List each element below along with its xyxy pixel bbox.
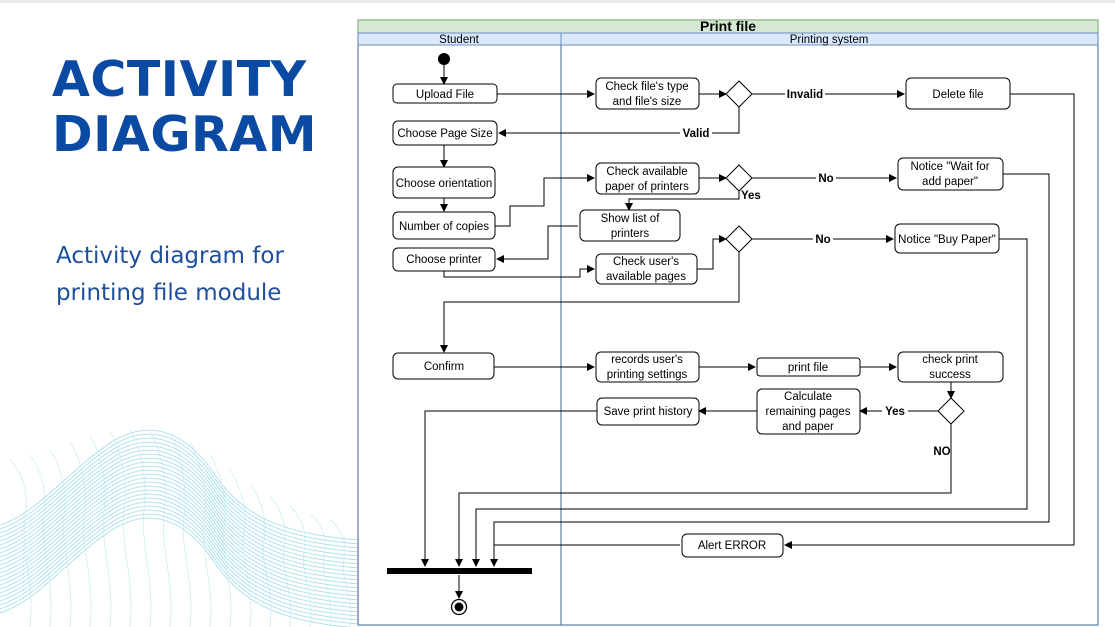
label-save-history: Save print history <box>604 406 693 418</box>
diagram-title: Print file <box>700 18 756 34</box>
lane-label-system: Printing system <box>790 34 869 46</box>
label-upload-file: Upload File <box>416 89 474 101</box>
label-check-success-1: check print <box>922 354 978 366</box>
action-choose-page-size <box>392 120 498 146</box>
action-upload-file <box>392 83 498 104</box>
action-print-file <box>756 357 861 377</box>
slide-subtitle-line2: printing file module <box>56 280 282 306</box>
edge-label-invalid: Invalid <box>787 89 823 101</box>
label-check-success-2: success <box>929 369 971 381</box>
slide-subtitle: Activity diagram for printing file module <box>56 238 346 312</box>
action-save-history <box>596 397 700 426</box>
slide-subtitle-line1: Activity diagram for <box>56 243 284 269</box>
label-check-file-2: and file's size <box>613 96 682 108</box>
action-check-pages <box>595 253 698 285</box>
action-alert-error <box>681 533 784 558</box>
slide-title-line1: ACTIVITY <box>52 51 307 108</box>
action-check-success <box>897 351 1004 383</box>
label-notice-buy: Notice "Buy Paper" <box>898 234 996 246</box>
label-confirm: Confirm <box>424 361 464 373</box>
join-bar <box>387 568 532 574</box>
decision-pages-available <box>725 225 753 253</box>
decision-file-valid <box>725 80 753 108</box>
label-choose-page-size: Choose Page Size <box>397 128 492 140</box>
action-number-of-copies <box>392 211 496 240</box>
label-choose-orientation: Choose orientation <box>396 178 493 190</box>
decorative-wave-pattern <box>0 429 360 627</box>
activity-diagram: Print file Student Printing system <box>357 18 1099 626</box>
lane-label-student: Student <box>439 34 479 46</box>
decision-paper-available <box>725 164 753 192</box>
label-show-list-2: printers <box>611 228 650 240</box>
label-calc-1: Calculate <box>784 391 832 403</box>
initial-node <box>438 53 450 65</box>
label-check-pages-1: Check user's <box>613 256 679 268</box>
action-delete-file <box>905 77 1011 110</box>
slide-title-line2: DIAGRAM <box>52 106 317 163</box>
top-divider <box>0 0 1115 3</box>
decision-print-success <box>937 397 965 425</box>
label-calc-3: and paper <box>782 421 834 433</box>
action-confirm <box>392 352 495 380</box>
action-check-paper <box>595 162 700 195</box>
action-check-file <box>595 77 700 110</box>
label-notice-wait-2: add paper" <box>922 176 978 188</box>
label-delete-file: Delete file <box>932 89 983 101</box>
edge-label-yes-paper: Yes <box>741 190 761 202</box>
label-alert-error: Alert ERROR <box>698 540 766 552</box>
edge-label-yes-success: Yes <box>885 406 905 418</box>
action-calculate-remaining <box>756 388 861 435</box>
edge-label-no-success: NO <box>933 446 950 458</box>
label-number-of-copies: Number of copies <box>399 221 489 233</box>
label-calc-2: remaining pages <box>765 406 850 418</box>
action-choose-orientation <box>392 166 496 199</box>
label-print-file: print file <box>788 362 828 374</box>
action-notice-wait <box>897 157 1004 191</box>
action-show-printers <box>579 209 681 242</box>
label-check-file-1: Check file's type <box>605 81 688 93</box>
label-show-list-1: Show list of <box>601 213 661 225</box>
edge-label-no-paper: No <box>818 173 833 185</box>
action-record-settings <box>595 351 700 383</box>
label-records-1: records user's <box>611 354 683 366</box>
label-records-2: printing settings <box>607 369 688 381</box>
label-choose-printer: Choose printer <box>406 254 482 266</box>
label-check-paper-1: Check available <box>606 166 687 178</box>
action-notice-buy-paper <box>894 223 1000 254</box>
label-notice-wait-1: Notice "Wait for <box>910 161 989 173</box>
label-check-pages-2: available pages <box>606 271 686 283</box>
edge-label-valid: Valid <box>683 128 710 140</box>
final-node <box>454 602 464 612</box>
lane-header-system <box>560 32 1099 46</box>
label-check-paper-2: paper of printers <box>605 181 689 193</box>
connectors <box>421 65 1075 599</box>
action-choose-printer <box>392 247 496 272</box>
edge-label-no-pages: No <box>815 234 830 246</box>
